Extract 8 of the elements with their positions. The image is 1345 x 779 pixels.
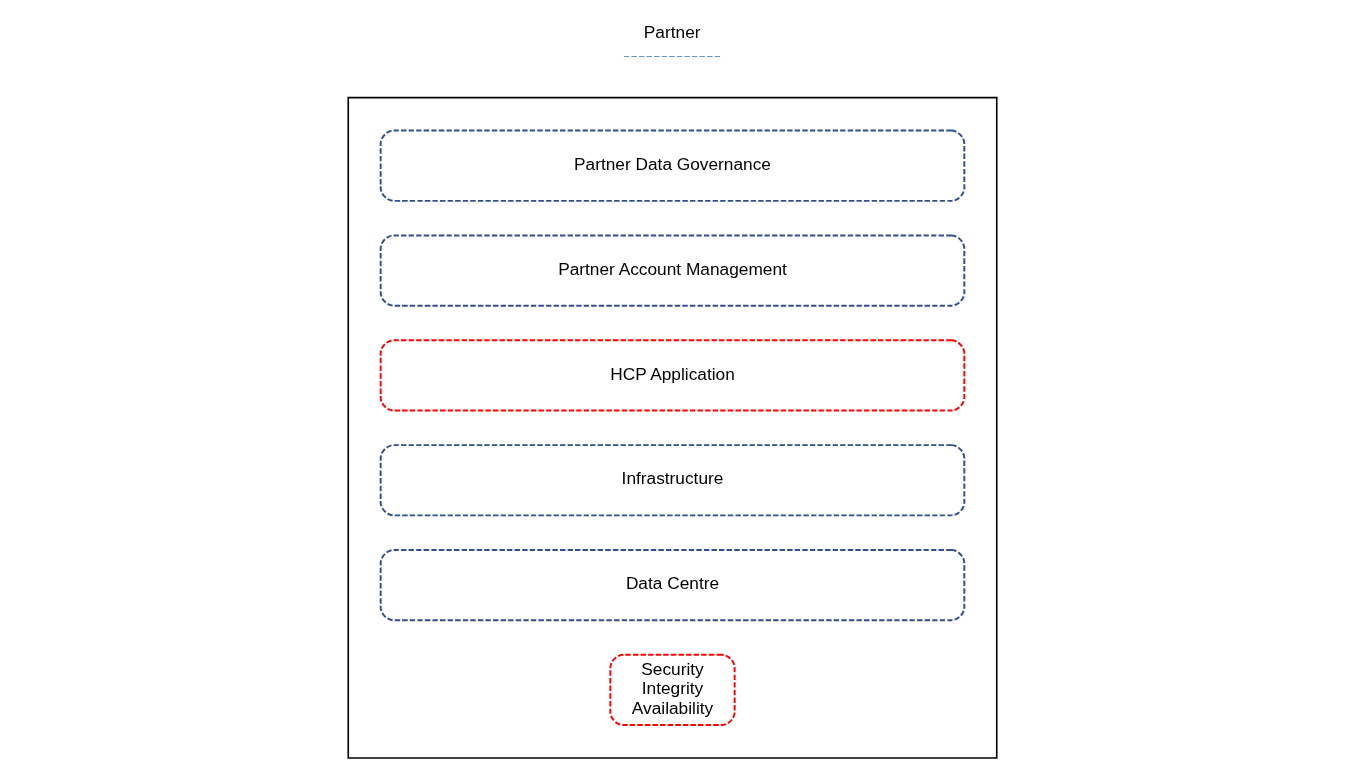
node-box: Partner Data Governance [379, 129, 966, 202]
node-box: Data Centre [379, 548, 966, 621]
node-box: Partner Account Management [379, 233, 966, 307]
legend-label: Partner [643, 21, 701, 42]
node-box: HCP Application [379, 338, 966, 411]
node-box: Security Integrity Availability [609, 653, 736, 726]
node-box: Infrastructure [379, 443, 966, 516]
cluster [347, 96, 998, 759]
